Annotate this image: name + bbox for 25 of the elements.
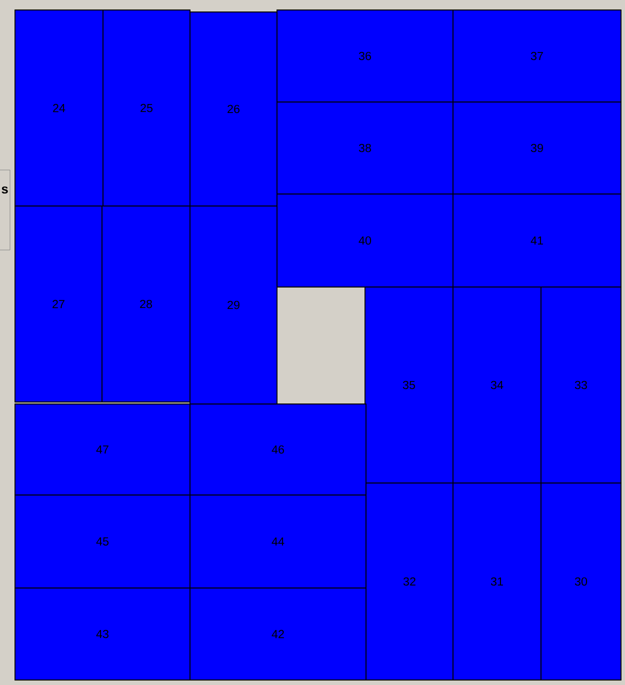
area-box: 38 (276, 102, 454, 194)
area-box: 34 (452, 286, 542, 484)
area-box: 37 (452, 10, 622, 102)
area-box: 27 (14, 206, 102, 402)
area-box: 36 (276, 10, 454, 102)
area-box: 29 (190, 206, 278, 404)
area-box: 32 (366, 482, 454, 680)
area-box: 45 (14, 494, 190, 588)
area-box: 46 (190, 404, 366, 496)
area-box: 41 (452, 194, 622, 288)
area-box: 25 (102, 10, 190, 206)
area-box: 31 (452, 482, 542, 680)
area-box: 28 (102, 206, 190, 402)
area-box: 24 (14, 10, 104, 206)
area-box: 39 (452, 102, 622, 194)
area-box: 44 (190, 494, 366, 588)
area-box: 47 (14, 404, 190, 496)
button: s (0, 170, 10, 250)
area-box: 42 (190, 588, 366, 680)
area-box: 35 (364, 286, 454, 484)
area-box: 40 (276, 194, 454, 288)
area-box: 43 (14, 588, 190, 680)
area-box: 30 (540, 482, 622, 680)
area-box: 26 (190, 12, 278, 206)
area-box: 33 (540, 286, 622, 484)
